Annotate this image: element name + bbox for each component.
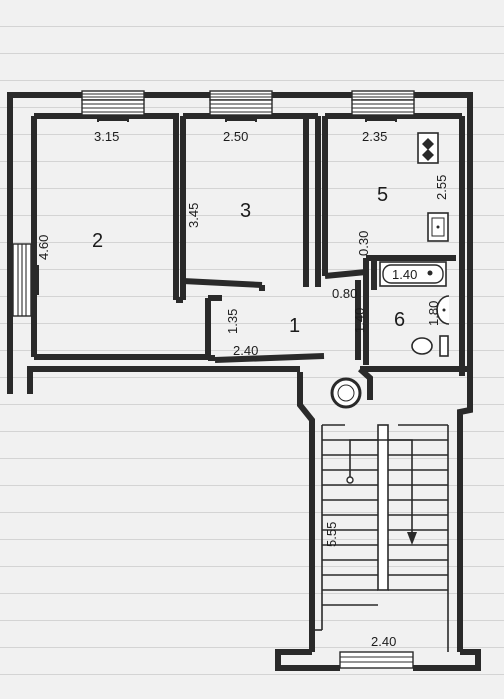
dim-room3-height: 3.45 [186,203,201,228]
dim-room5-width: 2.35 [362,129,387,144]
dim-stair-length: 5.55 [324,522,339,547]
kitchen-sink-icon [427,212,449,242]
dim-stair-width: 2.40 [371,634,396,649]
window-room-3 [209,90,273,116]
dim-hall-height: 1.40 [352,308,367,333]
toilet-icon [411,335,449,357]
dim-hall-passage: 0.80 [332,286,357,301]
window-room-2-side [12,243,32,317]
dim-bath-width: 1.40 [392,267,417,282]
room-number-2: 2 [92,230,103,252]
window-room-2 [81,90,145,116]
room-number-3: 3 [240,200,251,222]
dim-room2-width: 3.15 [94,129,119,144]
stair-direction-arrows [346,439,417,545]
room-number-6: 6 [394,309,405,331]
dim-hall-depth: 1.35 [225,309,240,334]
room-number-1: 1 [289,315,300,337]
window-stairwell [339,651,414,669]
dim-room2-height: 4.60 [36,235,51,260]
stair-treads [322,439,448,606]
radiator-icon [37,118,397,295]
stair-landing [377,424,389,591]
staircase-shaft [275,366,481,671]
stove-icon [417,132,439,164]
window-room-5 [351,90,415,116]
dim-room5-gap: 0.30 [356,231,371,256]
dim-bath-height: 1.80 [426,301,441,326]
room-number-5: 5 [377,184,388,206]
interior-walls [34,113,465,376]
dim-hall-width: 2.40 [233,343,258,358]
chimney-vent [330,377,362,409]
washbasin-icon [436,295,450,325]
dim-room5-height: 2.55 [434,175,449,200]
dim-room3-width: 2.50 [223,129,248,144]
bathtub-icon [379,261,447,287]
